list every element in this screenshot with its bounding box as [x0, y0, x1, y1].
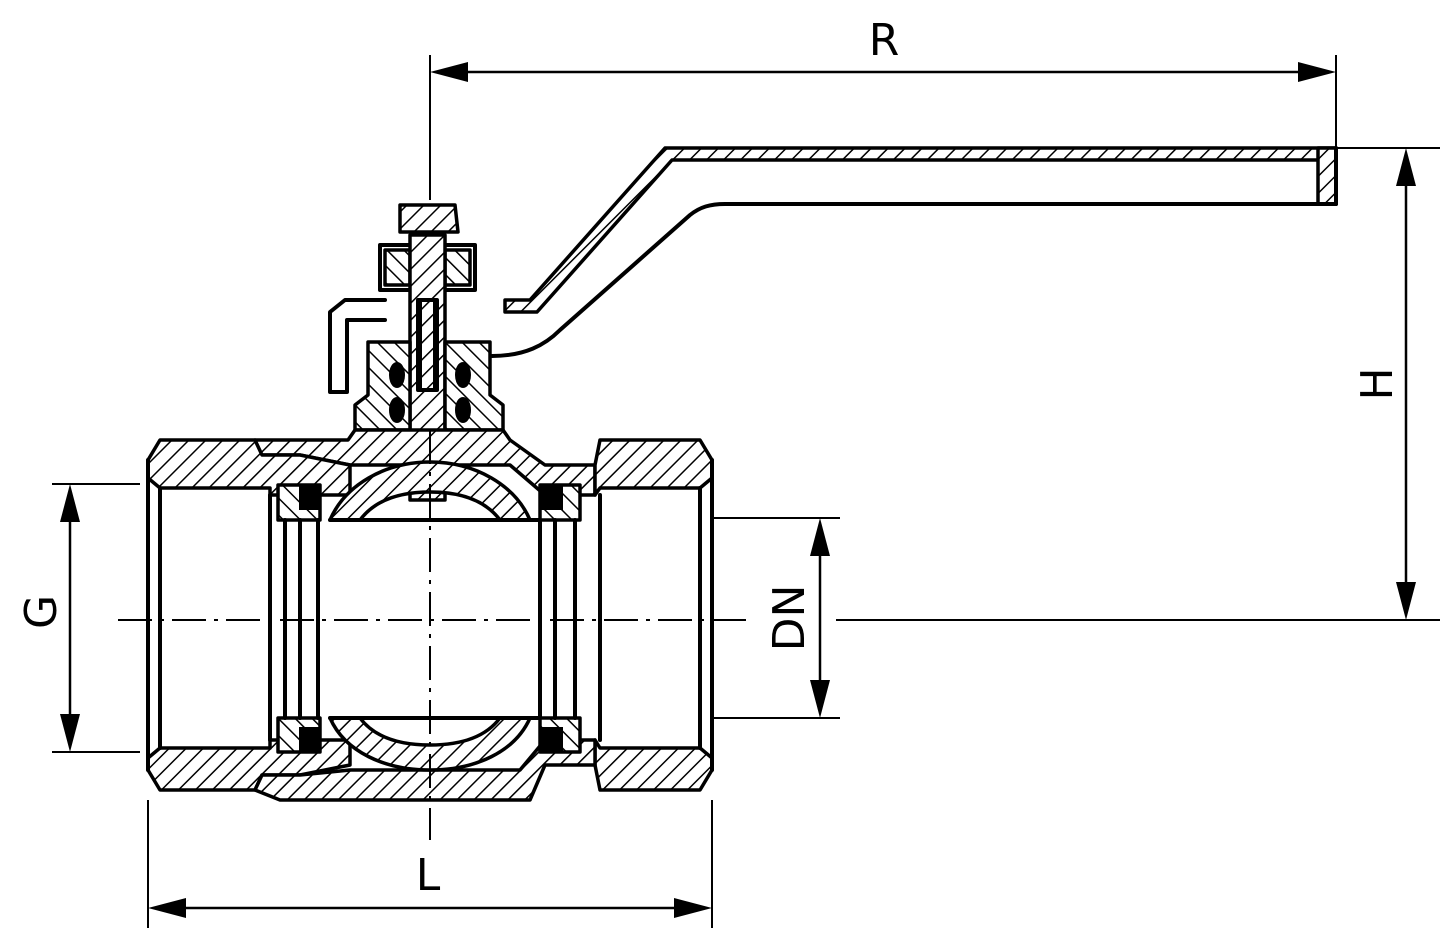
- label-dn: DN: [764, 585, 815, 652]
- label-l: L: [416, 850, 441, 901]
- dimension-h: H: [1336, 147, 1440, 620]
- dimension-r: R: [429, 15, 1337, 200]
- label-r: R: [869, 15, 900, 66]
- stem-assembly: [353, 203, 505, 502]
- label-g: G: [16, 595, 67, 629]
- dimension-g: G: [16, 483, 140, 753]
- dimension-dn: DN: [710, 517, 840, 719]
- dimension-l: L: [147, 800, 713, 928]
- label-h: H: [1352, 367, 1403, 400]
- lever-handle: [328, 146, 1338, 394]
- center-lines: [118, 430, 1440, 840]
